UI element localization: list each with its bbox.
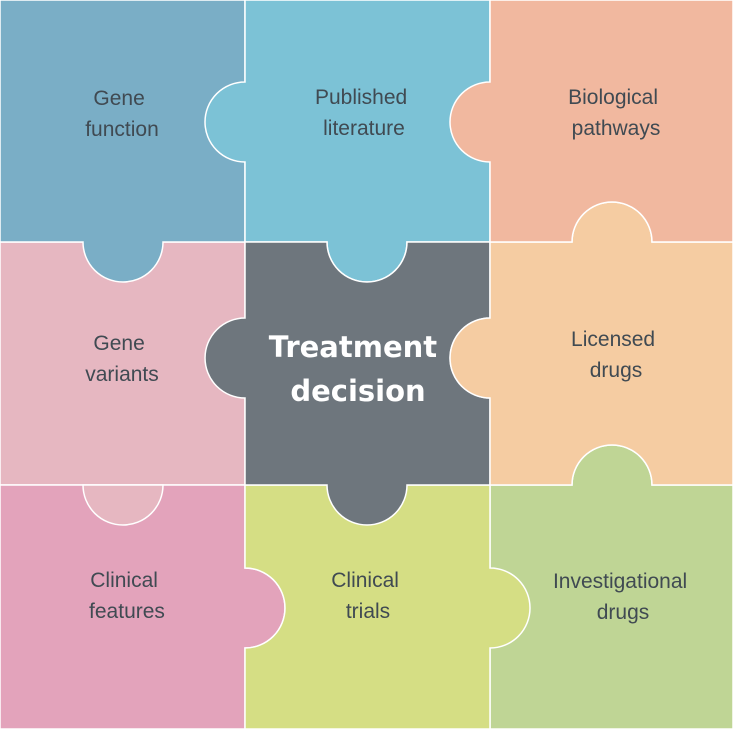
label-gene-variants: Gene variants: [85, 332, 159, 386]
label-clinical-trials: Clinical trials: [331, 569, 405, 623]
label-investigational-drugs: Investigational drugs: [553, 570, 693, 624]
label-gene-function: Gene function: [85, 87, 159, 141]
label-published-literature: Published literature: [315, 86, 413, 140]
piece-biological-pathways: [449, 0, 733, 243]
label-clinical-features: Clinical features: [89, 569, 165, 623]
piece-gene-function: [0, 0, 246, 283]
piece-published-literature: [204, 0, 491, 283]
label-biological-pathways: Biological pathways: [568, 86, 664, 140]
label-treatment-decision: Treatment decision: [269, 330, 448, 408]
piece-gene-variants-knob: [82, 484, 164, 526]
piece-clinical-trials: [244, 484, 531, 730]
label-licensed-drugs: Licensed drugs: [571, 328, 661, 382]
